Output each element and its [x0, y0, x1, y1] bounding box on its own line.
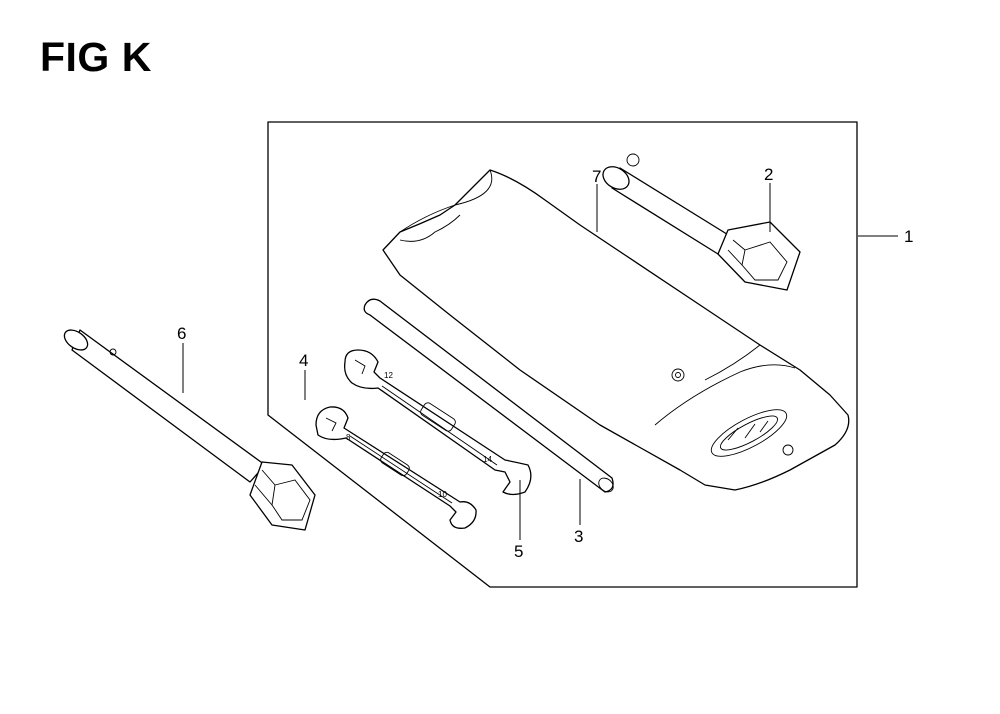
large-open-end-wrench: 12 14: [344, 349, 532, 496]
leader-lines: [182, 183, 898, 540]
assembly-bracket: [267, 121, 858, 588]
callout-7: 7: [592, 167, 601, 186]
svg-text:8: 8: [346, 433, 351, 442]
callout-1: 1: [904, 227, 913, 246]
callout-4: 4: [299, 351, 308, 370]
callout-2: 2: [764, 165, 773, 184]
callout-5: 5: [514, 542, 523, 561]
handle-bar: [363, 298, 614, 493]
tool-bag: [382, 169, 850, 491]
long-box-wrench: [63, 329, 316, 531]
box-wrench: [602, 153, 801, 291]
callout-numbers: 1 2 3 4 5 6 7: [177, 165, 913, 561]
callout-3: 3: [574, 527, 583, 546]
svg-text:10: 10: [438, 490, 447, 499]
svg-text:14: 14: [483, 455, 492, 464]
svg-text:12: 12: [384, 371, 393, 380]
figure-title: FIG K: [40, 34, 152, 80]
small-open-end-wrench: 8 10: [315, 406, 477, 529]
callout-6: 6: [177, 324, 186, 343]
